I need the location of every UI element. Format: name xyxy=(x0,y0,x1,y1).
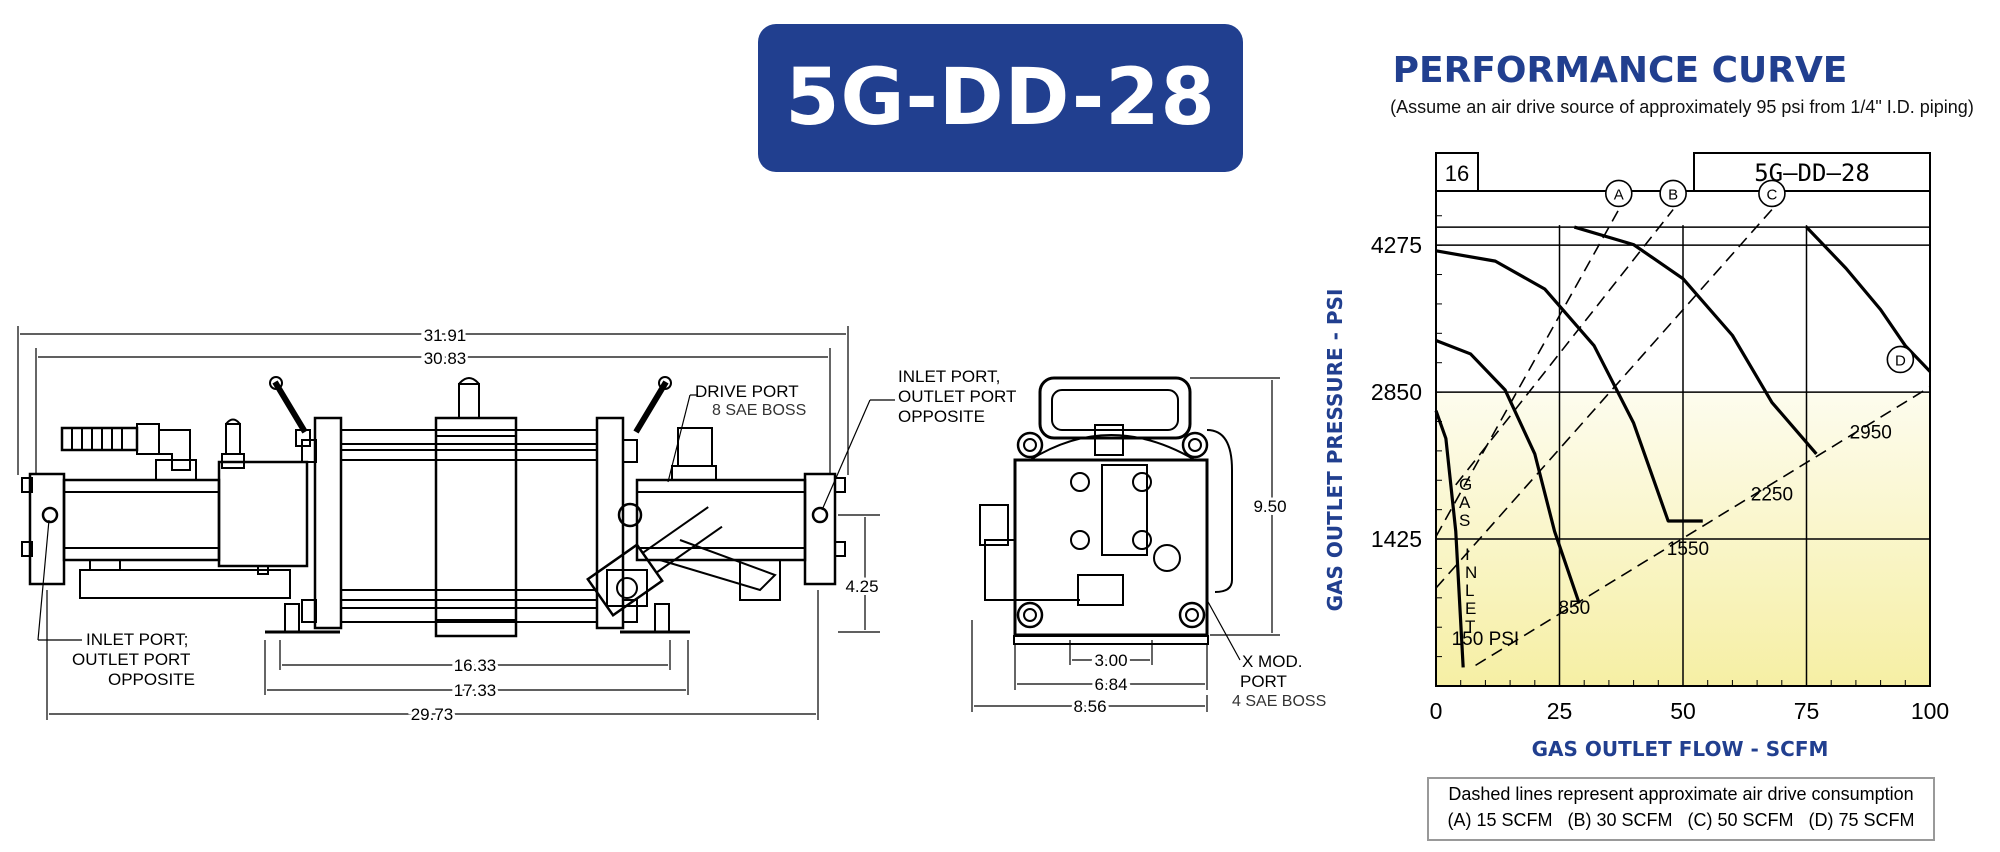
gas-inlet-char: T xyxy=(1465,617,1475,636)
consumption-marker-circle xyxy=(1758,179,1786,208)
gas-inlet-label: G A S I N L E T xyxy=(1459,475,1477,636)
performance-chart: 1425 2850 4275 0 25 50 75 100 150 PSI 850 1550 2250… xyxy=(1371,179,1949,724)
consumption-marker-label: D xyxy=(1895,352,1906,369)
inlet-port-left-l2: OUTLET PORT xyxy=(72,650,190,669)
dim-6-84: 6.84 xyxy=(1094,675,1127,694)
consumption-line-d xyxy=(1475,386,1931,667)
dim-8-56: 8.56 xyxy=(1073,697,1106,716)
consumption-marker-circle xyxy=(1604,179,1633,208)
consumption-marker-label: B xyxy=(1668,186,1678,203)
curve-number: 16 xyxy=(1445,161,1469,186)
performance-subtitle: (Assume an air drive source of approxima… xyxy=(1390,97,1974,117)
gas-inlet-char: I xyxy=(1465,545,1470,564)
mod-port-l2: PORT xyxy=(1240,672,1287,691)
drive-port-boss: 8 SAE BOSS xyxy=(712,402,806,419)
inlet-port-left-l1: INLET PORT; xyxy=(86,630,188,649)
pressure-curve-label: 2950 xyxy=(1850,423,1892,444)
y-tick-label: 4275 xyxy=(1371,232,1422,258)
dim-31-91: 31.91 xyxy=(424,326,467,345)
consumption-line-b xyxy=(1455,209,1674,486)
pressure-curve-label: 150 PSI xyxy=(1452,629,1520,650)
legend-line-2: (A) 15 SCFM (B) 30 SCFM (C) 50 SCFM (D) … xyxy=(1447,810,1914,830)
pressure-curve-1 xyxy=(1435,339,1581,605)
y-axis-title: GAS OUTLET PRESSURE - PSI xyxy=(1323,289,1347,612)
end-view-labels: 9.50 3.00 6.84 8.56 X MOD. PORT 4 SAE BO… xyxy=(1070,494,1326,719)
consumption-legend-box xyxy=(1427,777,1935,841)
model-title-badge: 5G-DD-28 xyxy=(758,24,1243,172)
dim-30-83: 30.83 xyxy=(424,349,467,368)
consumption-line-a xyxy=(1435,209,1620,537)
gas-inlet-char: G xyxy=(1459,475,1472,494)
legend-line-1: Dashed lines represent approximate air d… xyxy=(1448,784,1913,804)
y-tick-label: 2850 xyxy=(1371,379,1422,405)
inlet-port-right-l2: OUTLET PORT xyxy=(898,387,1016,406)
x-tick-label: 0 xyxy=(1430,698,1443,724)
side-view-labels: 31.91 30.83 16.33 17.33 29.73 4.25 DRIVE… xyxy=(72,323,1016,727)
x-tick-label: 75 xyxy=(1794,698,1820,724)
consumption-marker-circle xyxy=(1659,179,1687,208)
consumption-line-c xyxy=(1435,209,1773,589)
consumption-marker-circle xyxy=(1886,345,1915,374)
mod-port-boss: 4 SAE BOSS xyxy=(1232,693,1326,710)
inlet-port-right-l3: OPPOSITE xyxy=(898,407,985,426)
dim-3-00: 3.00 xyxy=(1094,651,1127,670)
inlet-port-left-l3: OPPOSITE xyxy=(108,670,195,689)
gas-inlet-char: A xyxy=(1459,493,1471,512)
model-title: 5G-DD-28 xyxy=(785,53,1216,143)
pressure-curve-2 xyxy=(1435,249,1703,523)
inlet-port-right-l1: INLET PORT, xyxy=(898,367,1000,386)
dim-17-33: 17.33 xyxy=(454,681,497,700)
dim-29-73: 29.73 xyxy=(411,705,454,724)
gas-inlet-char: S xyxy=(1459,511,1470,530)
dim-16-33: 16.33 xyxy=(454,656,497,675)
pressure-curve-label: 1550 xyxy=(1667,539,1709,560)
performance-title: PERFORMANCE CURVE xyxy=(1393,50,1848,91)
gas-inlet-char: E xyxy=(1465,599,1476,618)
x-tick-label: 25 xyxy=(1547,698,1573,724)
x-tick-label: 50 xyxy=(1670,698,1696,724)
end-view-drawing xyxy=(971,376,1280,712)
x-tick-label: 100 xyxy=(1911,698,1949,724)
gas-inlet-char: L xyxy=(1465,581,1474,600)
dim-4-25: 4.25 xyxy=(845,577,878,596)
pressure-curve-3 xyxy=(1573,225,1818,456)
pressure-curve-0 xyxy=(1434,410,1465,668)
side-view-drawing xyxy=(17,326,895,720)
dim-9-50: 9.50 xyxy=(1253,497,1286,516)
pressure-curve-label: 850 xyxy=(1558,598,1590,619)
pressure-curve-label: 2250 xyxy=(1751,484,1793,505)
x-axis-title: GAS OUTLET FLOW - SCFM xyxy=(1532,737,1829,761)
gas-inlet-char: N xyxy=(1465,563,1477,582)
y-tick-label: 1425 xyxy=(1371,526,1422,552)
performance-section: PERFORMANCE CURVE (Assume an air drive s… xyxy=(1323,50,1974,841)
mod-port-l1: X MOD. xyxy=(1242,652,1302,671)
consumption-marker-label: A xyxy=(1614,186,1624,203)
pressure-curve-4 xyxy=(1805,225,1932,373)
drive-port-label: DRIVE PORT xyxy=(695,382,799,401)
consumption-marker-label: C xyxy=(1766,186,1777,203)
